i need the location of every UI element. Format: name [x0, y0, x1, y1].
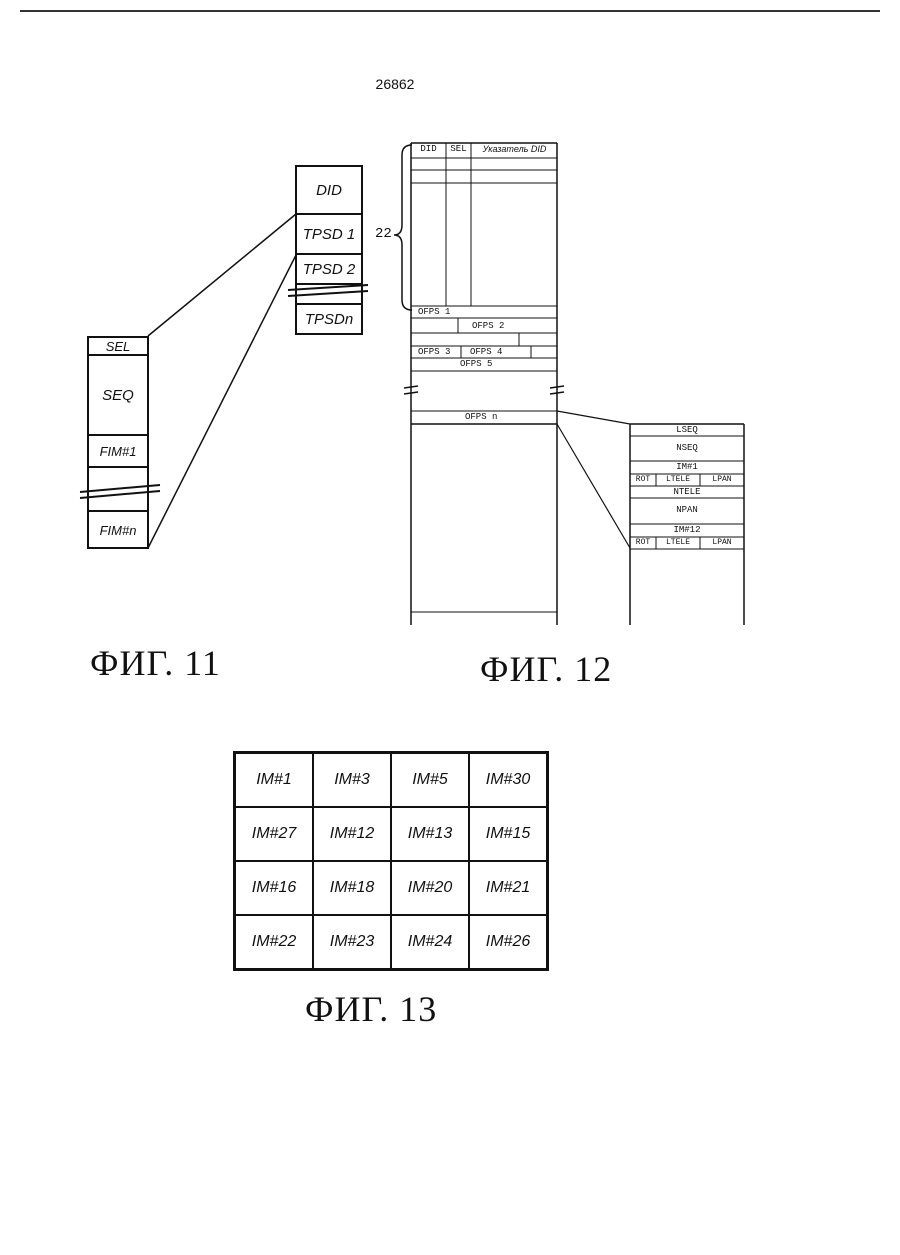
header-did: DID	[411, 144, 446, 154]
header-did-pointer: Указатель DID	[472, 144, 557, 154]
grid-row: IM#16 IM#18 IM#20 IM#21	[235, 861, 548, 915]
detail-rot-1: ROT	[630, 475, 656, 484]
grid-row: IM#27 IM#12 IM#13 IM#15	[235, 807, 548, 861]
detail-npan: NPAN	[630, 505, 744, 515]
detail-im12: IM#12	[630, 525, 744, 535]
detail-lseq: LSEQ	[630, 425, 744, 435]
grid-cell: IM#1	[235, 753, 314, 808]
grid-cell: IM#5	[391, 753, 469, 808]
ofps-3: OFPS 3	[418, 347, 450, 357]
grid-cell: IM#12	[313, 807, 391, 861]
grid-cell: IM#23	[313, 915, 391, 970]
detail-lpan-1: LPAN	[700, 475, 744, 484]
grid-cell: IM#21	[469, 861, 548, 915]
grid-cell: IM#27	[235, 807, 314, 861]
ofps-2: OFPS 2	[472, 321, 504, 331]
detail-nseq: NSEQ	[630, 443, 744, 453]
detail-rot-2: ROT	[630, 538, 656, 547]
ofps-1: OFPS 1	[418, 307, 450, 317]
grid-row: IM#1 IM#3 IM#5 IM#30	[235, 753, 548, 808]
ofps-4: OFPS 4	[470, 347, 502, 357]
detail-ltele-2: LTELE	[656, 538, 700, 547]
grid-cell: IM#26	[469, 915, 548, 970]
fig13-caption: ФИГ. 13	[305, 988, 437, 1030]
header-sel: SEL	[446, 144, 471, 154]
im-grid: IM#1 IM#3 IM#5 IM#30 IM#27 IM#12 IM#13 I…	[233, 751, 549, 971]
grid-cell: IM#16	[235, 861, 314, 915]
detail-im1: IM#1	[630, 462, 744, 472]
grid-cell: IM#13	[391, 807, 469, 861]
grid-row: IM#22 IM#23 IM#24 IM#26	[235, 915, 548, 970]
fig12-caption: ФИГ. 12	[480, 648, 612, 690]
grid-cell: IM#3	[313, 753, 391, 808]
grid-cell: IM#22	[235, 915, 314, 970]
ofps-5: OFPS 5	[460, 359, 492, 369]
detail-lpan-2: LPAN	[700, 538, 744, 547]
grid-cell: IM#15	[469, 807, 548, 861]
detail-ltele-1: LTELE	[656, 475, 700, 484]
grid-cell: IM#24	[391, 915, 469, 970]
ofps-n: OFPS n	[465, 412, 497, 422]
grid-cell: IM#30	[469, 753, 548, 808]
detail-ntele: NTELE	[630, 487, 744, 497]
grid-cell: IM#18	[313, 861, 391, 915]
brace-label: 22	[375, 226, 392, 242]
grid-cell: IM#20	[391, 861, 469, 915]
